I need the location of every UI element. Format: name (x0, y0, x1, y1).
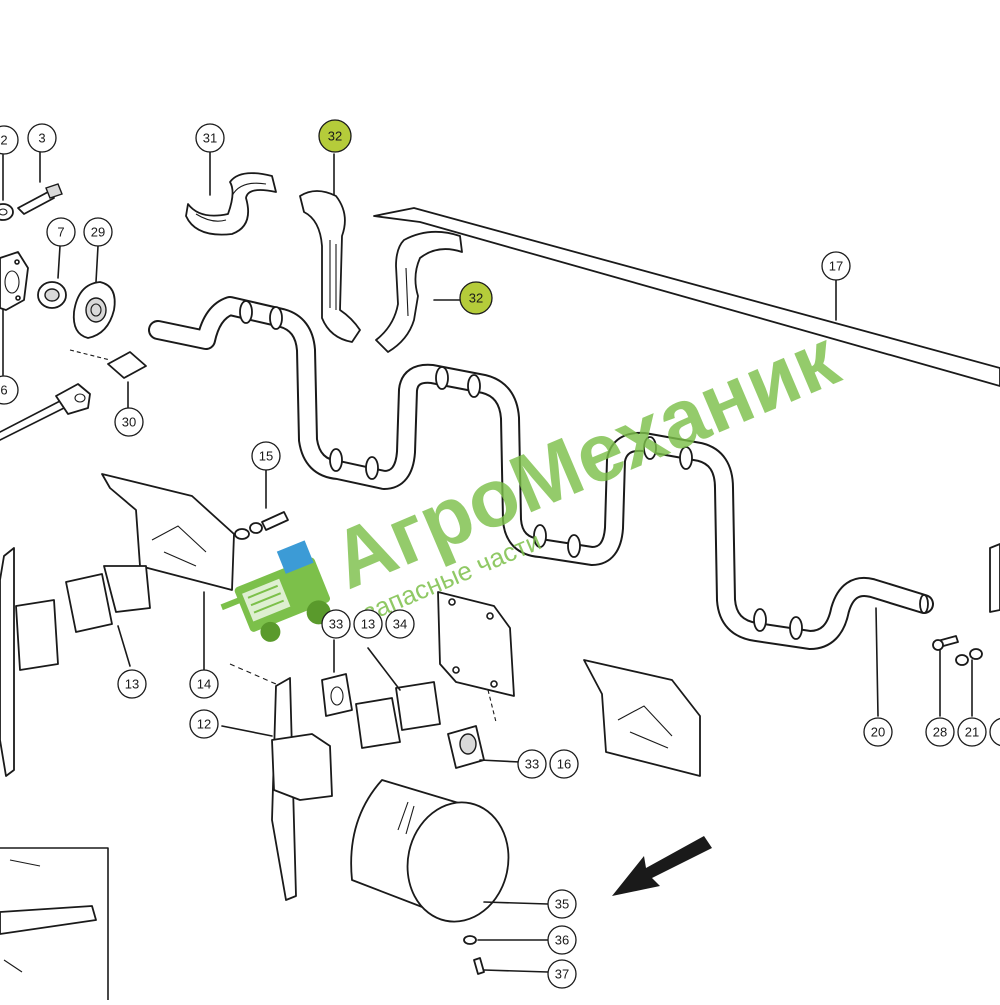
callout-label: 12 (197, 717, 211, 732)
callout-12: 12 (189, 709, 219, 739)
part-flange-29 (72, 245, 116, 339)
callout-label: 34 (393, 617, 407, 632)
callout-label: 32 (328, 129, 342, 144)
callout-label: 33 (329, 617, 343, 632)
hose-32-upper (299, 153, 361, 343)
screw-28 (932, 635, 959, 717)
callout-label: 2 (0, 133, 7, 148)
callout-20: 20 (863, 717, 893, 747)
callout-2: 2 (0, 125, 19, 155)
callout-15: 15 (251, 441, 281, 471)
callout-label: 15 (259, 449, 273, 464)
callout-partial-right (989, 717, 1000, 747)
callout-label: 31 (203, 131, 217, 146)
hose-31 (185, 149, 277, 236)
callout-label: 35 (555, 897, 569, 912)
callout-35: 35 (547, 889, 577, 919)
seal-33-small (321, 639, 353, 717)
hose-32-lower (375, 230, 463, 353)
callout-label: 37 (555, 967, 569, 982)
part-bolt-2 (0, 154, 14, 221)
callout-label: 36 (555, 933, 569, 948)
callout-label: 32 (469, 291, 483, 306)
knife-12 (221, 663, 333, 901)
shaft-20 (148, 296, 934, 717)
callout-label: 16 (557, 757, 571, 772)
callout-label: 14 (197, 677, 211, 692)
callout-14: 14 (189, 669, 219, 699)
callout-34: 34 (385, 609, 415, 639)
plate-34 (437, 591, 515, 723)
harvester-icon (220, 540, 331, 642)
callout-21: 21 (957, 717, 987, 747)
callout-label: 20 (871, 725, 885, 740)
callout-label: 17 (829, 259, 843, 274)
callout-13-left: 13 (117, 669, 147, 699)
callout-label: 13 (125, 677, 139, 692)
callout-32-highlighted: 32 (318, 119, 352, 153)
bracket-14 (101, 473, 235, 671)
bolt-15 (234, 469, 289, 540)
clips-13-left (65, 565, 151, 667)
callout-3: 3 (27, 123, 57, 153)
callout-30: 30 (114, 407, 144, 437)
callout-label: 33 (525, 757, 539, 772)
callout-36: 36 (547, 925, 577, 955)
callout-33-bottom: 33 (517, 749, 547, 779)
drum-35 (350, 779, 549, 975)
callout-label: 7 (57, 225, 64, 240)
callout-31: 31 (195, 123, 225, 153)
callout-17: 17 (821, 251, 851, 281)
callout-6: 6 (0, 375, 19, 405)
part-bearing-7 (37, 245, 67, 309)
callout-label: 29 (91, 225, 105, 240)
callout-37: 37 (547, 959, 577, 989)
part-flange-left (0, 251, 29, 376)
callout-label: 28 (933, 725, 947, 740)
callout-label: 21 (965, 725, 979, 740)
inset-detail (0, 847, 109, 1001)
callout-28: 28 (925, 717, 955, 747)
bracket-16 (583, 659, 701, 777)
callout-16: 16 (549, 749, 579, 779)
part-rod-6 (0, 383, 91, 441)
callout-32-highlighted-lower: 32 (459, 281, 493, 315)
callout-label: 3 (38, 131, 45, 146)
washers-21 (955, 543, 1000, 717)
callout-29: 29 (83, 217, 113, 247)
direction-arrow-icon (612, 836, 712, 896)
callout-7: 7 (46, 217, 76, 247)
callout-label: 6 (0, 383, 7, 398)
rod-17 (373, 207, 1000, 387)
callout-33-top: 33 (321, 609, 351, 639)
blade-left (0, 547, 59, 777)
part-bracket-30 (69, 349, 147, 409)
part-screw-3 (17, 151, 63, 215)
callout-13-center: 13 (353, 609, 383, 639)
callout-label: 30 (122, 415, 136, 430)
bushing-33 (447, 725, 521, 769)
clips-13-center (355, 647, 441, 749)
callout-label: 13 (361, 617, 375, 632)
